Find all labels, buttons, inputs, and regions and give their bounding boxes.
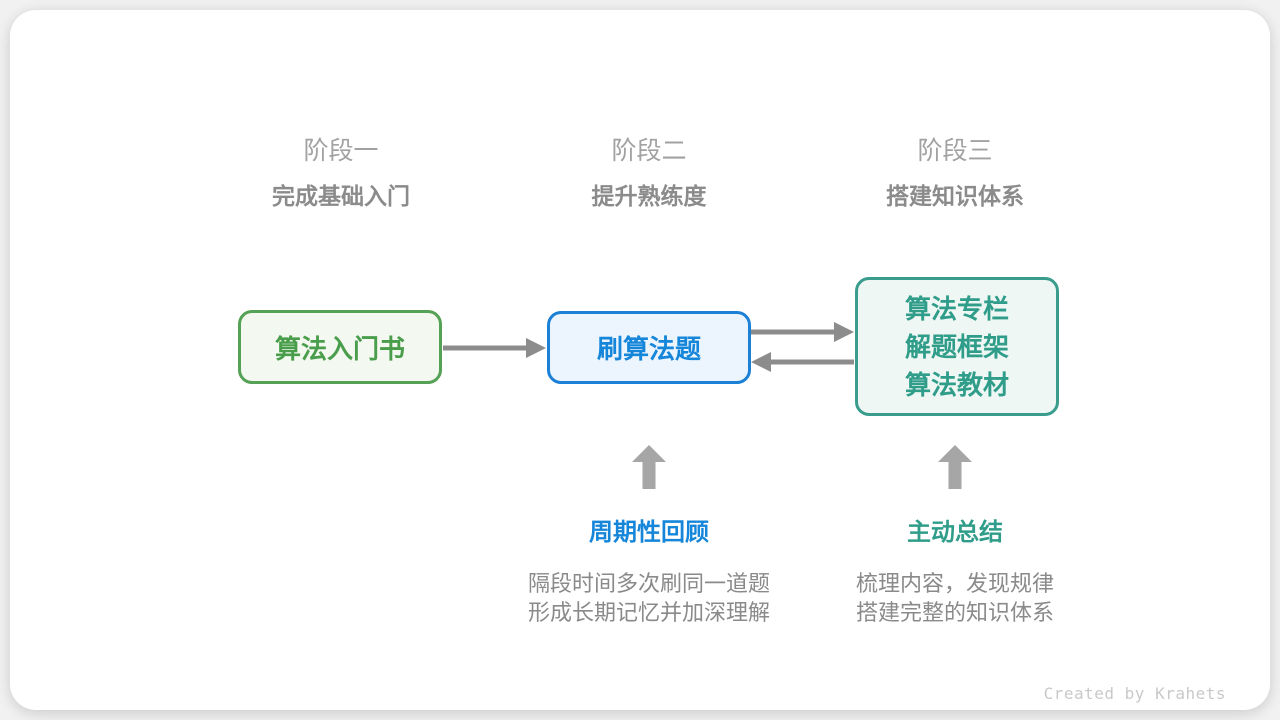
node-intro-book-label: 算法入门书	[274, 333, 405, 364]
arrow-right-icon	[751, 322, 854, 342]
stage-3-label: 阶段三	[917, 137, 993, 165]
annotation-active-summary-title: 主动总结	[907, 519, 1003, 546]
arrow-right-icon	[443, 338, 546, 358]
stage-2-subtitle: 提升熟练度	[591, 183, 707, 209]
stage-2-label: 阶段二	[611, 137, 687, 165]
stage-header-2: 阶段二 提升熟练度	[499, 136, 799, 211]
annotation-desc-line: 形成长期记忆并加深理解	[527, 600, 770, 625]
stage-header-3: 阶段三 搭建知识体系	[805, 136, 1105, 211]
block-arrow-up-icon	[632, 445, 666, 489]
annotation-desc-line: 梳理内容，发现规律	[855, 571, 1054, 596]
diagram-card: 阶段一 完成基础入门 阶段二 提升熟练度 阶段三 搭建知识体系 算法入门书 刷算…	[10, 10, 1270, 710]
annotation-periodic-review-desc: 隔段时间多次刷同一道题 形成长期记忆并加深理解	[479, 569, 819, 627]
node-knowledge-resources: 算法专栏 解题框架 算法教材	[855, 277, 1059, 416]
footer-credit: Created by Krahets	[1043, 684, 1226, 703]
annotation-active-summary-desc: 梳理内容，发现规律 搭建完整的知识体系	[785, 569, 1125, 627]
annotation-periodic-review: 周期性回顾 隔段时间多次刷同一道题 形成长期记忆并加深理解	[479, 518, 819, 627]
annotation-periodic-review-title: 周期性回顾	[589, 519, 709, 546]
annotation-active-summary: 主动总结 梳理内容，发现规律 搭建完整的知识体系	[785, 518, 1125, 627]
node-resources-line-3: 算法教材	[904, 369, 1009, 400]
node-resources-line-2: 解题框架	[904, 331, 1009, 362]
node-intro-book: 算法入门书	[238, 310, 442, 384]
annotation-desc-line: 隔段时间多次刷同一道题	[527, 571, 770, 596]
node-practice-problems: 刷算法题	[547, 311, 751, 384]
node-resources-line-1: 算法专栏	[904, 293, 1009, 324]
stage-1-subtitle: 完成基础入门	[272, 183, 410, 209]
stage-3-subtitle: 搭建知识体系	[886, 183, 1024, 209]
annotation-desc-line: 搭建完整的知识体系	[855, 600, 1054, 625]
stage-header-1: 阶段一 完成基础入门	[191, 136, 491, 211]
node-practice-problems-label: 刷算法题	[596, 334, 701, 364]
arrow-left-icon	[751, 352, 854, 372]
stage-1-label: 阶段一	[303, 137, 379, 165]
block-arrow-up-icon	[938, 445, 972, 489]
